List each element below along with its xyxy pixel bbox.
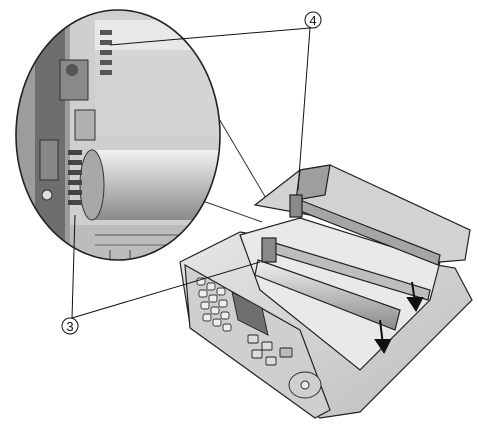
insert-arrows <box>374 281 424 354</box>
callout-4: 4 <box>109 11 322 191</box>
magnified-detail <box>15 9 221 261</box>
callout-4-label: 4 <box>309 13 316 28</box>
callout-3: 3 <box>61 214 261 335</box>
fax-keypad <box>196 277 232 332</box>
callout-3-label: 3 <box>66 319 73 334</box>
fax-machine-body <box>179 164 473 419</box>
fax-display-panel <box>231 291 322 399</box>
